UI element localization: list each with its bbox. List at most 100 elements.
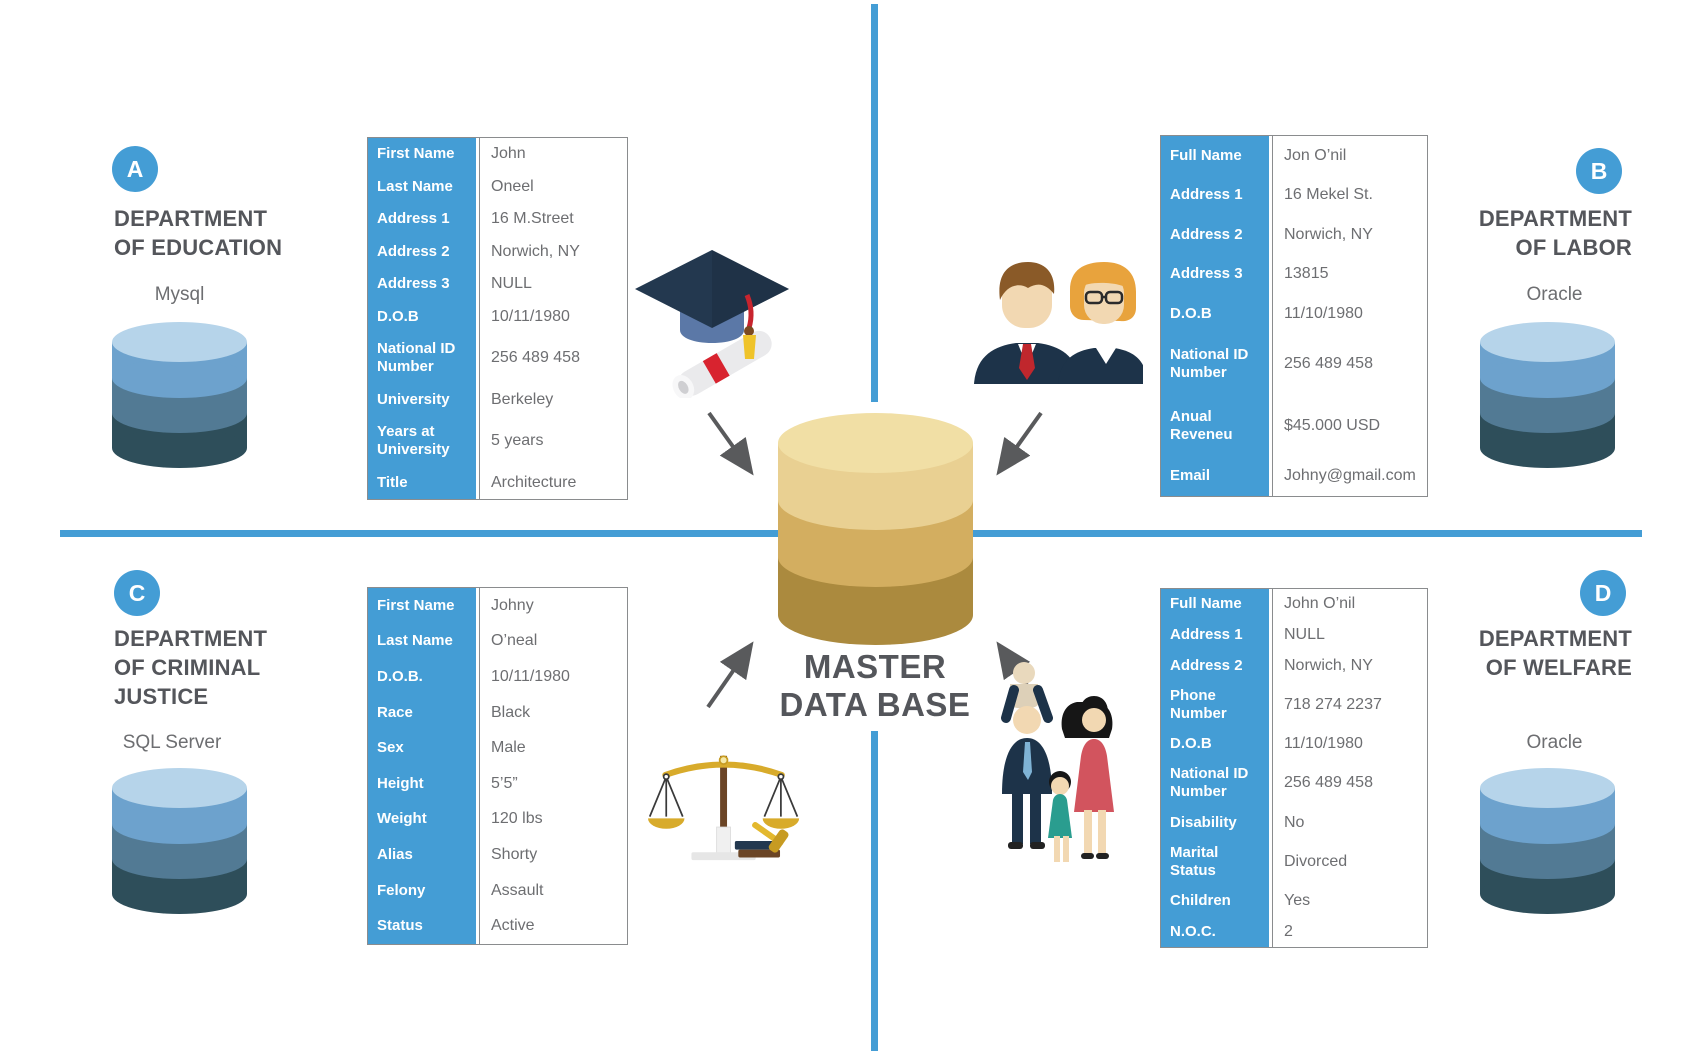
master-database-label: MASTER DATA BASE <box>695 648 1055 724</box>
table-row: Full Name John O’nil <box>1161 589 1427 620</box>
row-value: 10/11/1980 <box>479 659 627 695</box>
table-row: Address 1 NULL <box>1161 619 1427 651</box>
table-row: Address 2 Norwich, NY <box>368 235 627 269</box>
table-row: Address 3 13815 <box>1161 254 1427 295</box>
row-value: Oneel <box>479 170 627 204</box>
row-label: Full Name <box>1161 589 1269 620</box>
badge-b: B <box>1576 148 1622 194</box>
row-value: Assault <box>479 872 627 909</box>
row-value: 2 <box>1272 916 1427 948</box>
table-row: Sex Male <box>368 730 627 766</box>
badge-a-letter: A <box>126 155 144 182</box>
table-row: Status Active <box>368 908 627 944</box>
arrow-labor-to-master <box>996 411 1043 476</box>
table-row: Address 1 16 Mekel St. <box>1161 175 1427 216</box>
row-label: Status <box>368 908 476 944</box>
table-row: Email Johny@gmail.com <box>1161 456 1427 496</box>
row-value: Berkeley <box>479 383 627 417</box>
table-row: D.O.B 10/11/1980 <box>368 300 627 334</box>
row-label: Years at University <box>368 416 476 467</box>
table-row: Alias Shorty <box>368 837 627 873</box>
table-row: Race Black <box>368 694 627 731</box>
database-cylinder-welfare <box>1480 768 1615 914</box>
row-value: Black <box>479 694 627 731</box>
row-label: National ID Number <box>368 333 476 384</box>
row-label: Felony <box>368 872 476 909</box>
scales-of-justice-icon <box>648 755 800 861</box>
row-label: Marital Status <box>1161 837 1269 886</box>
badge-a: A <box>112 146 158 192</box>
vertical-divider-bottom <box>871 731 878 1051</box>
dept-criminal-line2: OF CRIMINAL <box>114 655 261 680</box>
row-label: Last Name <box>368 623 476 660</box>
table-row: University Berkeley <box>368 383 627 417</box>
table-row: Address 2 Norwich, NY <box>1161 215 1427 255</box>
row-value: 256 489 458 <box>1272 333 1427 396</box>
graduation-cap-icon <box>635 250 789 398</box>
dept-labor-line1: DEPARTMENT <box>1478 206 1632 231</box>
row-label: D.O.B <box>368 300 476 334</box>
table-row: D.O.B 11/10/1980 <box>1161 728 1427 760</box>
row-value: 16 M.Street <box>479 203 627 236</box>
row-value: Divorced <box>1272 837 1427 886</box>
row-label: D.O.B. <box>368 659 476 695</box>
row-label: D.O.B <box>1161 294 1269 334</box>
row-value: Male <box>479 730 627 766</box>
row-label: Title <box>368 466 476 499</box>
row-value: Jon O’nil <box>1272 136 1427 176</box>
badge-c-letter: C <box>128 579 146 606</box>
row-value: 256 489 458 <box>1272 759 1427 808</box>
row-value: Norwich, NY <box>1272 215 1427 255</box>
family-icon <box>1001 662 1114 862</box>
row-label: Address 2 <box>368 235 476 269</box>
database-cylinder-labor <box>1480 322 1615 468</box>
row-label: Race <box>368 694 476 731</box>
row-value: Yes <box>1272 885 1427 917</box>
table-row: Address 1 16 M.Street <box>368 203 627 236</box>
row-label: First Name <box>368 138 476 171</box>
master-label-line2: DATA BASE <box>779 686 971 723</box>
engine-label-criminal: SQL Server <box>122 732 222 753</box>
row-value: John O’nil <box>1272 589 1427 620</box>
row-value: 11/10/1980 <box>1272 728 1427 760</box>
table-row: D.O.B 11/10/1980 <box>1161 294 1427 334</box>
badge-d-letter: D <box>1594 579 1612 606</box>
vertical-divider-top <box>871 4 878 402</box>
table-row: Phone Number 718 274 2237 <box>1161 681 1427 729</box>
dept-education-line2: OF EDUCATION <box>114 235 283 260</box>
table-labor: Full Name Jon O’nil Address 1 16 Mekel S… <box>1160 135 1428 497</box>
table-row: National ID Number 256 489 458 <box>1161 759 1427 808</box>
dept-education-line1: DEPARTMENT <box>114 206 268 231</box>
engine-label-labor: Oracle <box>1526 284 1583 305</box>
row-label: Full Name <box>1161 136 1269 176</box>
database-cylinder-criminal <box>112 768 247 914</box>
row-label: Address 2 <box>1161 650 1269 682</box>
row-label: Address 3 <box>1161 254 1269 295</box>
dept-welfare-line1: DEPARTMENT <box>1478 626 1632 651</box>
master-database-cylinder <box>778 413 973 645</box>
table-row: N.O.C. 2 <box>1161 916 1427 948</box>
row-label: Anual Reveneu <box>1161 395 1269 457</box>
row-label: Address 1 <box>1161 175 1269 216</box>
row-label: Weight <box>368 801 476 838</box>
dept-welfare-title: DEPARTMENT OF WELFARE <box>1382 624 1632 682</box>
dept-criminal-title: DEPARTMENT OF CRIMINAL JUSTICE <box>114 624 267 711</box>
row-value: $45.000 USD <box>1272 395 1427 457</box>
row-label: Address 3 <box>368 268 476 301</box>
table-row: Children Yes <box>1161 885 1427 917</box>
row-value: 10/11/1980 <box>479 300 627 334</box>
table-row: Last Name O’neal <box>368 623 627 660</box>
row-value: Johny@gmail.com <box>1272 456 1427 496</box>
row-value: 13815 <box>1272 254 1427 295</box>
row-label: Phone Number <box>1161 681 1269 729</box>
row-value: Shorty <box>479 837 627 873</box>
database-cylinder-education <box>112 322 247 468</box>
row-value: Norwich, NY <box>479 235 627 269</box>
table-row: Last Name Oneel <box>368 170 627 204</box>
row-label: Height <box>368 765 476 802</box>
row-label: Alias <box>368 837 476 873</box>
table-row: Weight 120 lbs <box>368 801 627 838</box>
table-row: Years at University 5 years <box>368 416 627 467</box>
row-label: National ID Number <box>1161 333 1269 396</box>
